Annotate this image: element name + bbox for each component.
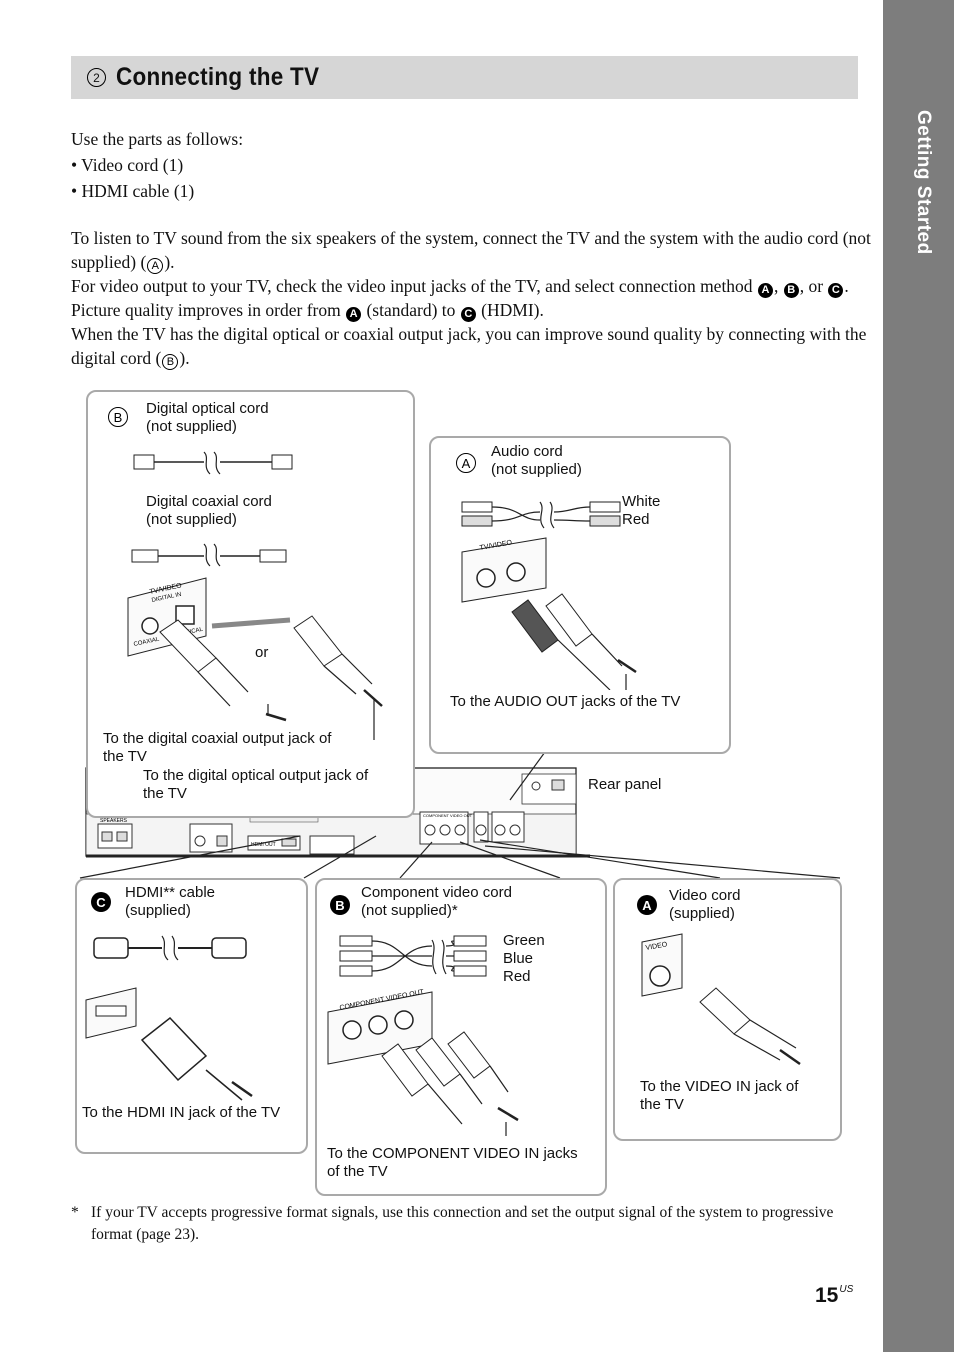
component-destination: To the COMPONENT VIDEO IN jacks of the T… xyxy=(327,1145,578,1180)
instructions-paragraph: To listen to TV sound from the six speak… xyxy=(71,226,871,370)
audio-cord-label: Audio cord (not supplied) xyxy=(491,443,582,478)
text-span: . Picture quality improves in order from xyxy=(71,276,849,320)
method-b-marker: B xyxy=(783,282,799,298)
component-panel-badge: B xyxy=(330,895,350,915)
text-span: For video output to your TV, check the v… xyxy=(71,276,757,296)
method-a-marker: A xyxy=(346,306,362,322)
side-tab-label: Getting Started xyxy=(913,110,934,255)
video-cord-illustration: VIDEO xyxy=(641,933,801,1066)
method-c-marker: C xyxy=(460,306,476,322)
section-number: 2 xyxy=(87,68,106,87)
hdmi-destination: To the HDMI IN jack of the TV xyxy=(82,1104,281,1121)
audio-destination: To the AUDIO OUT jacks of the TV xyxy=(450,693,681,710)
component-cord-colors: Green Blue Red xyxy=(503,932,545,985)
page-number-value: 15 xyxy=(815,1284,839,1307)
paragraph-digital: When the TV has the digital optical or c… xyxy=(71,322,871,370)
video-destination: To the VIDEO IN jack of the TV xyxy=(640,1078,799,1113)
intro-item-hdmi-cable: • HDMI cable (1) xyxy=(71,181,195,201)
footnote-mark: * xyxy=(71,1204,79,1221)
video-out-jack-label: VIDEO xyxy=(645,941,668,952)
page-number: 15US xyxy=(815,1284,853,1308)
digital-coaxial-destination: To the digital coaxial output jack of th… xyxy=(103,730,332,765)
intro-lead: Use the parts as follows: xyxy=(71,129,244,149)
footnote-text: If your TV accepts progressive format si… xyxy=(91,1204,834,1243)
method-a-marker: A xyxy=(757,282,773,298)
text-span: When the TV has the digital optical or c… xyxy=(71,324,867,368)
audio-cord-illustration: TV/VIDEO xyxy=(461,501,637,690)
digital-optical-cord-label: Digital optical cord (not supplied) xyxy=(146,400,269,435)
text-span: , xyxy=(773,276,783,296)
text-span: ). xyxy=(179,348,190,368)
section-title: Connecting the TV xyxy=(116,63,320,91)
rear-panel-label: Rear panel xyxy=(588,776,662,793)
text-span: To listen to TV sound from the six speak… xyxy=(71,228,871,272)
page-number-suffix: US xyxy=(839,1284,854,1295)
digital-optical-destination: To the digital optical output jack of th… xyxy=(143,767,369,802)
method-a-marker: A xyxy=(147,258,164,274)
side-tab xyxy=(883,0,954,1352)
method-c-marker: C xyxy=(828,282,844,298)
hdmi-cable-illustration xyxy=(85,935,253,1101)
audio-cord-colors: White Red xyxy=(622,493,661,528)
text-span: (HDMI). xyxy=(476,300,544,320)
section-title-bar: 2 Connecting the TV xyxy=(71,56,858,99)
component-cord-illustration: COMPONENT VIDEO OUT xyxy=(327,935,519,1136)
intro-item-video-cord: • Video cord (1) xyxy=(71,155,184,175)
digital-cords-illustration: TV/VIDEO DIGITAL IN COAXIAL OPTICAL xyxy=(127,451,383,740)
hdmi-out-label: HDMI OUT xyxy=(251,842,276,848)
video-cord-label: Video cord (supplied) xyxy=(669,887,741,922)
method-b-marker: B xyxy=(162,354,179,370)
coaxial-label: COAXIAL xyxy=(133,637,160,648)
or-label: or xyxy=(255,644,269,661)
component-cord-label: Component video cord (not supplied)* xyxy=(361,884,512,919)
text-span: , or xyxy=(799,276,828,296)
intro: Use the parts as follows: • Video cord (… xyxy=(71,126,243,204)
component-jack-label: COMPONENT VIDEO OUT xyxy=(423,813,473,818)
video-panel-badge: A xyxy=(637,895,657,915)
text-span: ). xyxy=(164,252,175,272)
digital-coaxial-cord-label: Digital coaxial cord (not supplied) xyxy=(146,493,272,528)
hdmi-panel-badge: C xyxy=(91,892,111,912)
speakers-jack-label: SPEAKERS xyxy=(100,818,128,824)
audio-panel-badge: A xyxy=(456,453,476,473)
paragraph-video: For video output to your TV, check the v… xyxy=(71,274,871,322)
hdmi-cable-label: HDMI** cable (supplied) xyxy=(125,884,216,919)
digital-panel-badge: B xyxy=(108,407,128,427)
paragraph-audio: To listen to TV sound from the six speak… xyxy=(71,226,871,274)
text-span: (standard) to xyxy=(362,300,460,320)
